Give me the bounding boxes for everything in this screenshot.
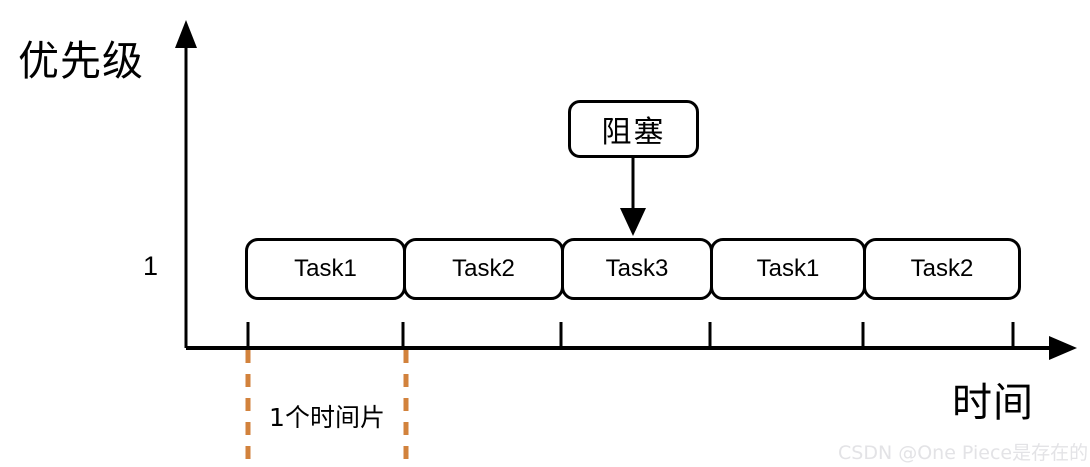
x-axis-label: 时间 — [952, 380, 1034, 426]
task-box-label: Task1 — [294, 255, 357, 282]
task-box[interactable]: Task2 — [863, 238, 1021, 300]
task-box[interactable]: Task3 — [561, 238, 713, 300]
task-box[interactable]: Task1 — [245, 238, 406, 300]
y-axis-tick-label: 1 — [143, 251, 159, 281]
watermark-text: CSDN @One Piece是存在的 — [838, 442, 1089, 464]
task-box-label: Task2 — [910, 255, 974, 282]
timeslice-annotation-label: 1个时间片 — [269, 403, 385, 432]
task-box-label: Task1 — [756, 255, 820, 282]
blocked-callout-label: 阻塞 — [601, 115, 666, 150]
task-box-label: Task3 — [605, 255, 669, 282]
blocked-callout-box[interactable]: 阻塞 — [568, 100, 699, 158]
y-axis-label: 优先级 — [18, 37, 144, 85]
task-box[interactable]: Task1 — [710, 238, 866, 300]
task-box[interactable]: Task2 — [403, 238, 564, 300]
y-axis-arrowhead — [175, 20, 197, 48]
task-box-label: Task2 — [452, 255, 515, 282]
x-axis-arrowhead — [1049, 336, 1077, 360]
blocked-arrowhead — [620, 208, 646, 236]
